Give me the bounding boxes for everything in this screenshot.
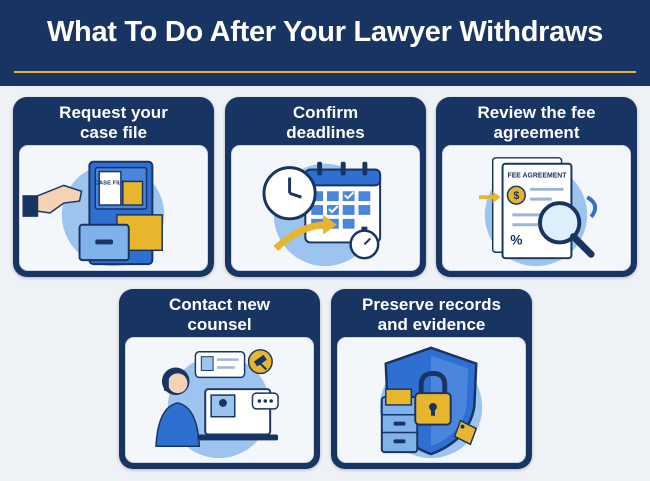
dollar-symbol: $ (513, 190, 519, 202)
card-title: Review the fee agreement (477, 103, 596, 142)
shield-lock-icon (379, 346, 483, 459)
header-divider (14, 71, 636, 73)
document-magnifier-icon: FEE AGREEMENT $ % (478, 157, 598, 267)
card-illustration-area: CASE FILE (19, 145, 208, 271)
card-illustration-area (231, 145, 420, 271)
card-review-fee-agreement: Review the fee agreement FEE AGREEMENT $… (436, 97, 637, 277)
card-title: Request your case file (59, 103, 168, 142)
card-preserve-records: Preserve records and evidence (331, 289, 532, 469)
calendar-clock-icon (262, 161, 382, 267)
fee-agreement-label: FEE AGREEMENT (508, 172, 568, 179)
page-title: What To Do After Your Lawyer Withdraws (46, 16, 604, 48)
file-cabinet-icon: CASE FILE (22, 160, 165, 267)
percent-symbol: % (510, 232, 522, 247)
phone-laptop-icon (155, 349, 279, 459)
page-header: What To Do After Your Lawyer Withdraws (0, 0, 650, 86)
card-illustration-area: FEE AGREEMENT $ % (442, 145, 631, 271)
card-illustration-area (125, 337, 314, 463)
card-request-case-file: Request your case file CASE FILE (13, 97, 214, 277)
card-title: Confirm deadlines (286, 103, 365, 142)
card-title: Contact new counsel (168, 295, 271, 334)
card-confirm-deadlines: Confirm deadlines (225, 97, 426, 277)
case-file-label: CASE FILE (95, 180, 126, 186)
card-title: Preserve records and evidence (362, 295, 501, 334)
card-illustration-area (337, 337, 526, 463)
card-contact-new-counsel: Contact new counsel (119, 289, 320, 469)
